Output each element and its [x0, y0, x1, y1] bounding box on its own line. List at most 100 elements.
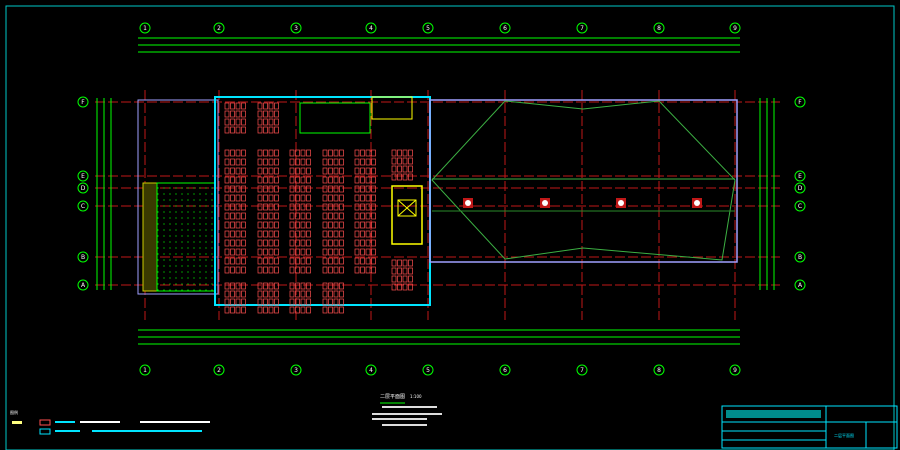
seat [322, 239, 328, 247]
sheet-name: 二层平面图 [834, 432, 854, 438]
seat [224, 203, 230, 211]
seat [322, 248, 328, 256]
roof-drain-icon [694, 200, 700, 206]
seat [371, 194, 376, 202]
seat [263, 126, 268, 134]
seat [360, 203, 365, 211]
seat [274, 257, 279, 265]
seat [263, 158, 268, 166]
seat [241, 126, 246, 134]
seat [274, 176, 279, 184]
seat [328, 290, 333, 298]
seat [235, 167, 241, 175]
column-axis-bubble [365, 364, 377, 376]
column-axis-bubble [290, 22, 302, 34]
seat [391, 275, 397, 283]
row-axis-label: C [81, 203, 85, 210]
seat [257, 110, 263, 118]
seat [306, 149, 311, 157]
seat [328, 221, 333, 229]
seat [354, 266, 360, 274]
seat [306, 306, 311, 314]
seat [224, 282, 230, 290]
seat [230, 257, 235, 265]
seat [235, 230, 241, 238]
seat [224, 110, 230, 118]
column-axis-bubble [729, 364, 741, 376]
seat [263, 290, 268, 298]
seat [371, 167, 376, 175]
seat [322, 185, 328, 193]
seat [263, 185, 268, 193]
seat [268, 230, 274, 238]
seat [365, 221, 371, 229]
seat [339, 230, 344, 238]
seat [257, 203, 263, 211]
seat [257, 149, 263, 157]
seat [365, 194, 371, 202]
seat [365, 212, 371, 220]
seat [328, 266, 333, 274]
seat [333, 298, 339, 306]
column-axis-bubble [653, 364, 665, 376]
seat [295, 221, 300, 229]
seat [300, 282, 306, 290]
seat [224, 158, 230, 166]
seat [339, 194, 344, 202]
left-stair [142, 182, 158, 292]
row-axis-bubble [794, 182, 806, 194]
seat [322, 149, 328, 157]
seat [354, 158, 360, 166]
seat [263, 266, 268, 274]
seat [322, 298, 328, 306]
seat [289, 290, 295, 298]
seat [365, 230, 371, 238]
seat [360, 248, 365, 256]
seat [333, 212, 339, 220]
seat [354, 257, 360, 265]
seat [300, 298, 306, 306]
seat [391, 173, 397, 181]
row-axis-label: E [81, 173, 85, 180]
seat [268, 126, 274, 134]
column-axis-label: 6 [503, 367, 507, 374]
seat [235, 257, 241, 265]
seat [408, 259, 413, 267]
seat [300, 290, 306, 298]
seat [274, 126, 279, 134]
seat [230, 290, 235, 298]
seat [289, 149, 295, 157]
seat [397, 173, 402, 181]
row-axis-label: D [798, 185, 803, 192]
seat [360, 239, 365, 247]
seat [306, 158, 311, 166]
seat [230, 306, 235, 314]
seat [333, 167, 339, 175]
column-axis-label: 6 [503, 25, 507, 32]
seat [289, 176, 295, 184]
seat [224, 194, 230, 202]
seat [391, 165, 397, 173]
row-axis-label: F [81, 99, 85, 106]
seat [354, 149, 360, 157]
seat [241, 290, 246, 298]
seat [354, 239, 360, 247]
seat [230, 194, 235, 202]
seat [268, 282, 274, 290]
seat [241, 149, 246, 157]
seat [322, 194, 328, 202]
seat [257, 266, 263, 274]
seat [241, 248, 246, 256]
seat [235, 221, 241, 229]
seat [230, 185, 235, 193]
seat [300, 167, 306, 175]
row-axis-label: A [81, 282, 86, 289]
seat [263, 176, 268, 184]
seat [360, 266, 365, 274]
seat [322, 203, 328, 211]
seat [328, 298, 333, 306]
seat [263, 239, 268, 247]
seat [295, 298, 300, 306]
seat [295, 203, 300, 211]
seat [295, 185, 300, 193]
